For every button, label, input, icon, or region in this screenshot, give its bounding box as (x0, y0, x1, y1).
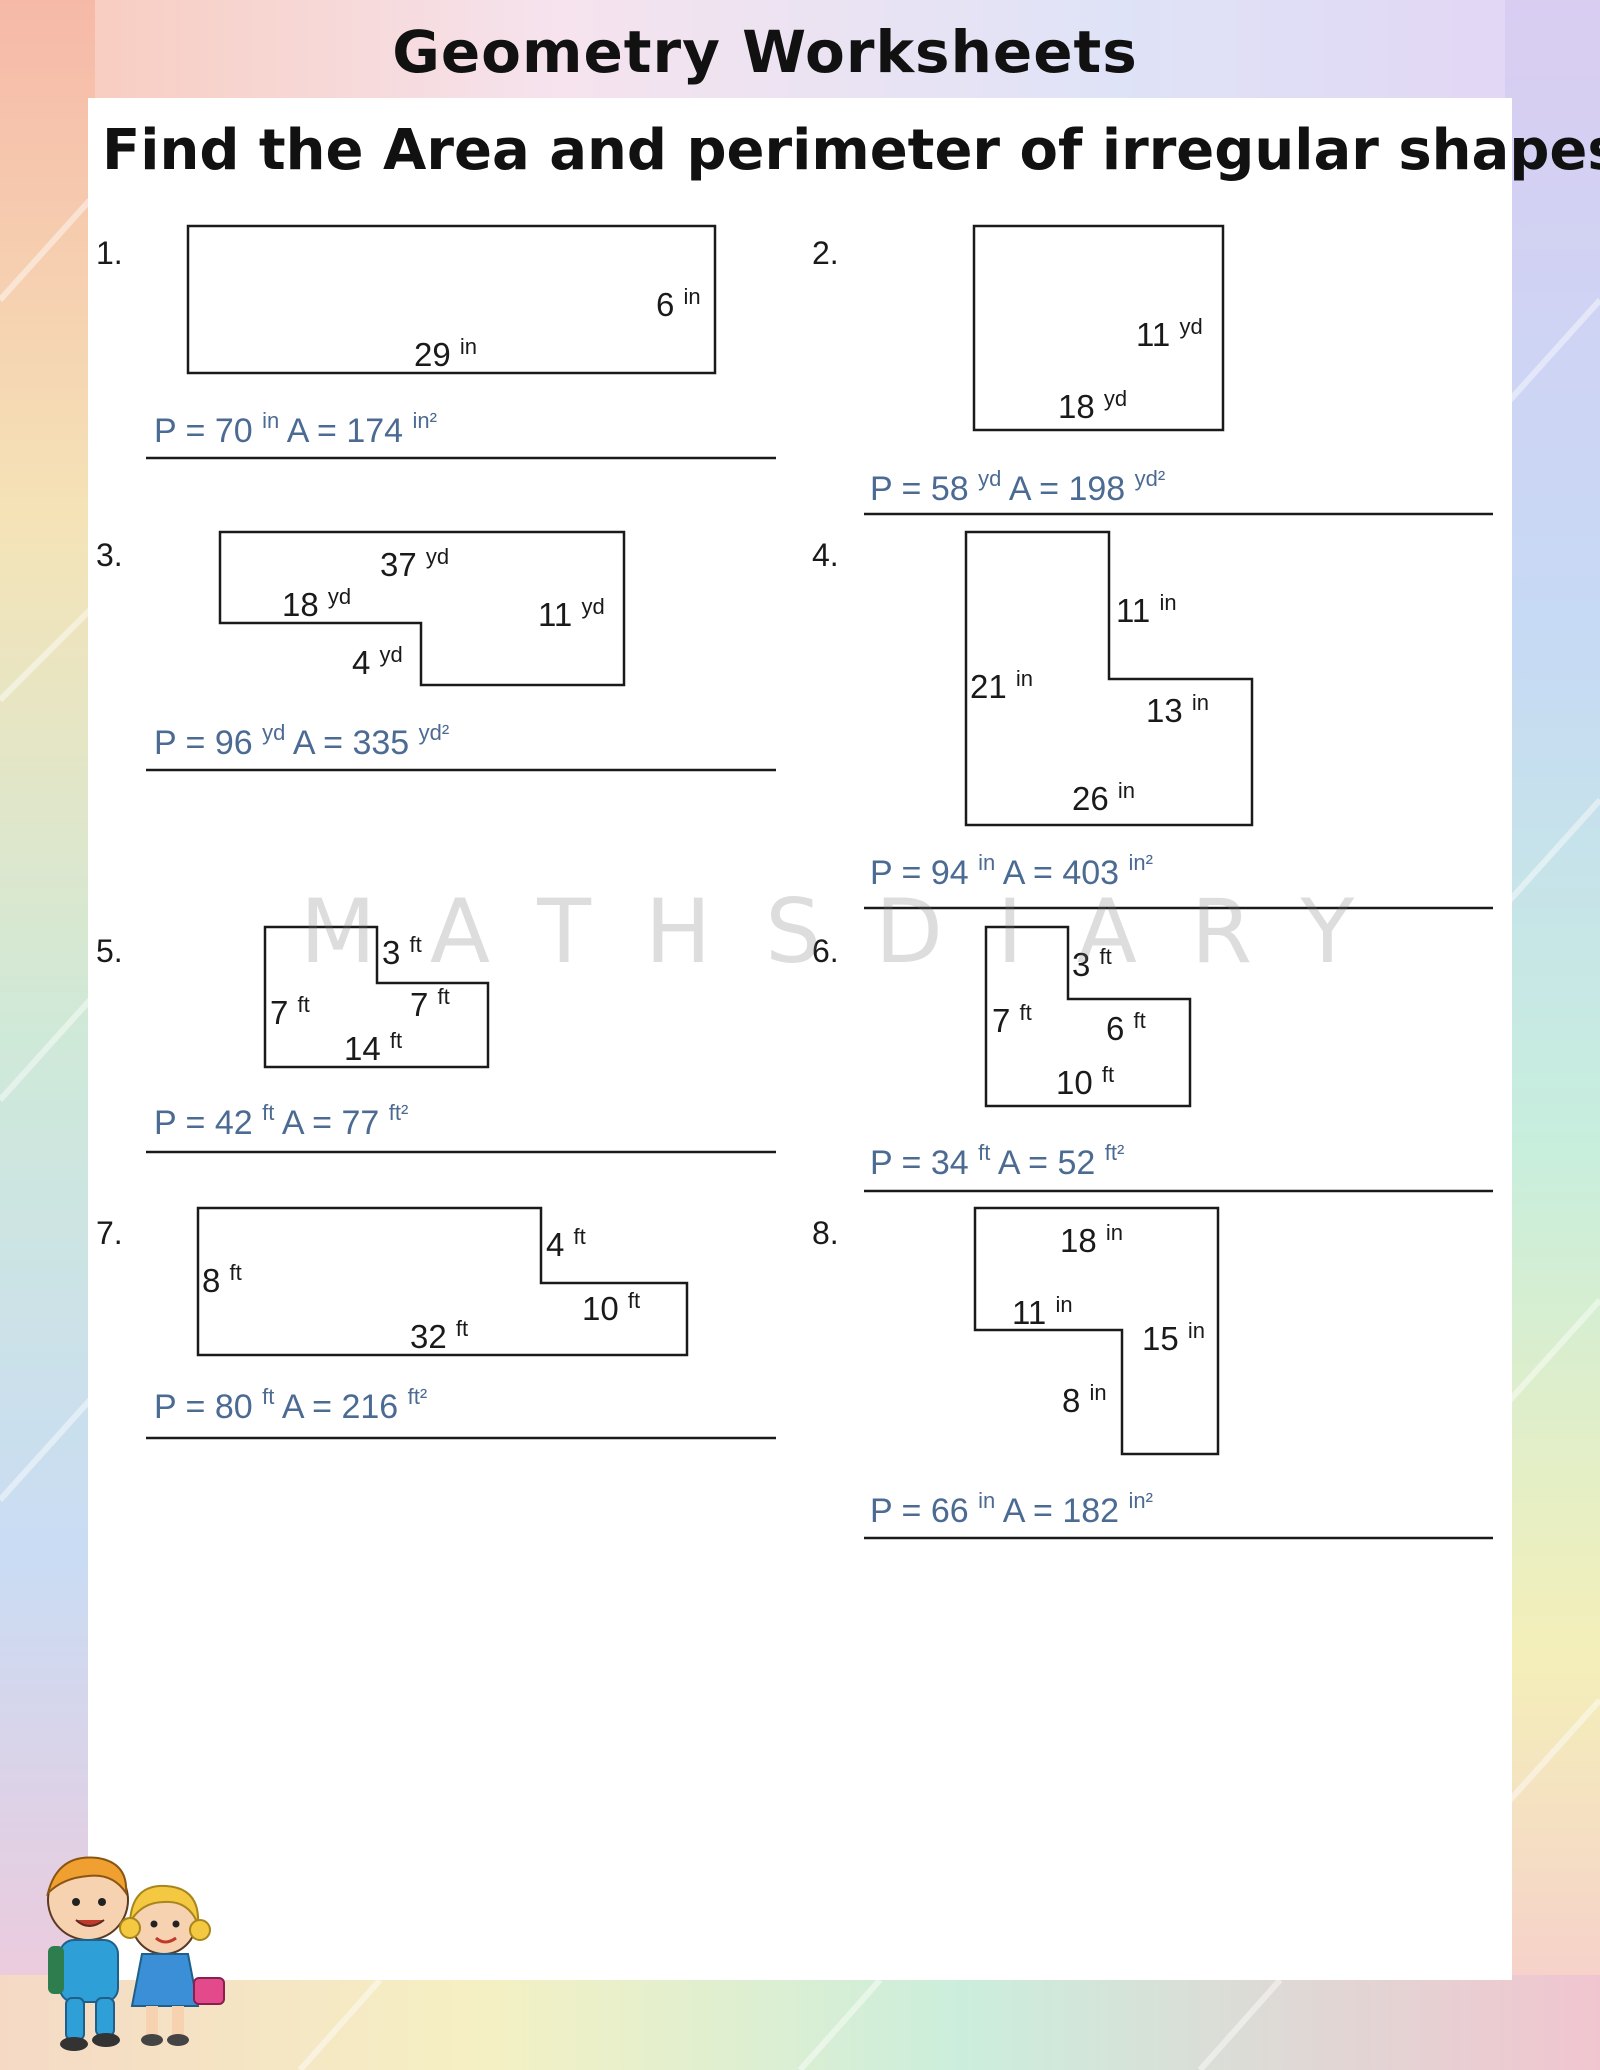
dimension-label: 10 ft (1056, 1062, 1114, 1101)
dimension-label: 3 ft (1072, 944, 1112, 983)
shape-figure (973, 1206, 1220, 1456)
answer-text: P = 34 ft A = 52 ft² (870, 1140, 1124, 1182)
problem-number: 3. (96, 537, 123, 573)
dimension-label: 18 in (1060, 1220, 1123, 1259)
watermark: MATHSDIARY (300, 880, 1409, 983)
answer-text: P = 66 in A = 182 in² (870, 1488, 1153, 1530)
problem-number: 6. (812, 933, 839, 969)
problem-2: 2. 11 yd 18 yd P = 58 yd A = 198 yd² (812, 224, 1493, 516)
answer-text: P = 42 ft A = 77 ft² (154, 1100, 408, 1142)
dimension-label: 26 in (1072, 778, 1135, 817)
answer-text: P = 96 yd A = 335 yd² (154, 720, 449, 762)
problem-number: 2. (812, 235, 839, 271)
dimension-label: 11 in (1116, 590, 1177, 629)
dimension-label: 8 ft (202, 1260, 242, 1299)
problem-figures: 1. 6 in 29 in P = 70 in A = 174 in² 2. 1… (96, 224, 1493, 1540)
shape-figure (984, 925, 1192, 1108)
dimension-label: 18 yd (282, 584, 351, 623)
dimension-label: 11 in (1012, 1292, 1073, 1331)
dimension-label: 11 yd (538, 594, 605, 633)
answer-text: P = 58 yd A = 198 yd² (870, 466, 1165, 508)
problem-number: 5. (96, 933, 123, 969)
page-title: Geometry Worksheets (392, 18, 1138, 86)
shape-figure (964, 530, 1254, 827)
problem-number: 7. (96, 1215, 123, 1251)
dimension-label: 14 ft (344, 1028, 402, 1067)
problem-1: 1. 6 in 29 in P = 70 in A = 174 in² (96, 224, 776, 460)
dimension-label: 11 yd (1136, 314, 1203, 353)
kids-illustration (46, 1856, 225, 2051)
shape-figure (196, 1206, 689, 1357)
dimension-label: 15 in (1142, 1318, 1205, 1357)
answer-text: P = 70 in A = 174 in² (154, 408, 437, 450)
problem-3: 3. 37 yd 18 yd 11 yd 4 yd P = 96 yd A = … (96, 530, 776, 772)
shape-figure (218, 530, 626, 687)
problem-number: 4. (812, 537, 839, 573)
dimension-label: 7 ft (992, 1000, 1032, 1039)
problem-4: 4. 11 in 21 in 13 in 26 in P = 94 in A =… (812, 530, 1493, 910)
problem-6: 6. 3 ft 7 ft 6 ft 10 ft P = 34 ft A = 52… (812, 925, 1493, 1193)
dimension-label: 10 ft (582, 1288, 640, 1327)
answer-text: P = 94 in A = 403 in² (870, 850, 1153, 892)
dimension-label: 3 ft (382, 932, 422, 971)
problem-8: 8. 18 in 11 in 15 in 8 in P = 66 in A = … (812, 1206, 1493, 1540)
shape-figure (186, 224, 717, 375)
dimension-label: 8 in (1062, 1380, 1107, 1419)
dimension-label: 13 in (1146, 690, 1209, 729)
problem-7: 7. 4 ft 8 ft 10 ft 32 ft P = 80 ft A = 2… (96, 1206, 776, 1440)
worksheet-subtitle: Find the Area and perimeter of irregular… (102, 118, 1600, 183)
dimension-label: 18 yd (1058, 386, 1127, 425)
problem-number: 8. (812, 1215, 839, 1251)
dimension-label: 32 ft (410, 1316, 468, 1355)
dimension-label: 7 ft (270, 992, 310, 1031)
worksheet-sheet: Find the Area and perimeter of irregular… (88, 98, 1600, 1980)
dimension-label: 6 in (656, 284, 701, 323)
dimension-label: 4 yd (352, 642, 403, 681)
dimension-label: 21 in (970, 666, 1033, 705)
dimension-label: 7 ft (410, 984, 450, 1023)
shape-figure (972, 224, 1225, 432)
shape-figure (263, 925, 490, 1069)
dimension-label: 4 ft (546, 1224, 586, 1263)
problem-5: 5. 3 ft 7 ft 7 ft 14 ft P = 42 ft A = 77… (96, 925, 776, 1154)
dimension-label: 37 yd (380, 544, 449, 583)
problem-number: 1. (96, 235, 123, 271)
answer-text: P = 80 ft A = 216 ft² (154, 1384, 427, 1426)
dimension-label: 6 ft (1106, 1008, 1146, 1047)
dimension-label: 29 in (414, 334, 477, 373)
